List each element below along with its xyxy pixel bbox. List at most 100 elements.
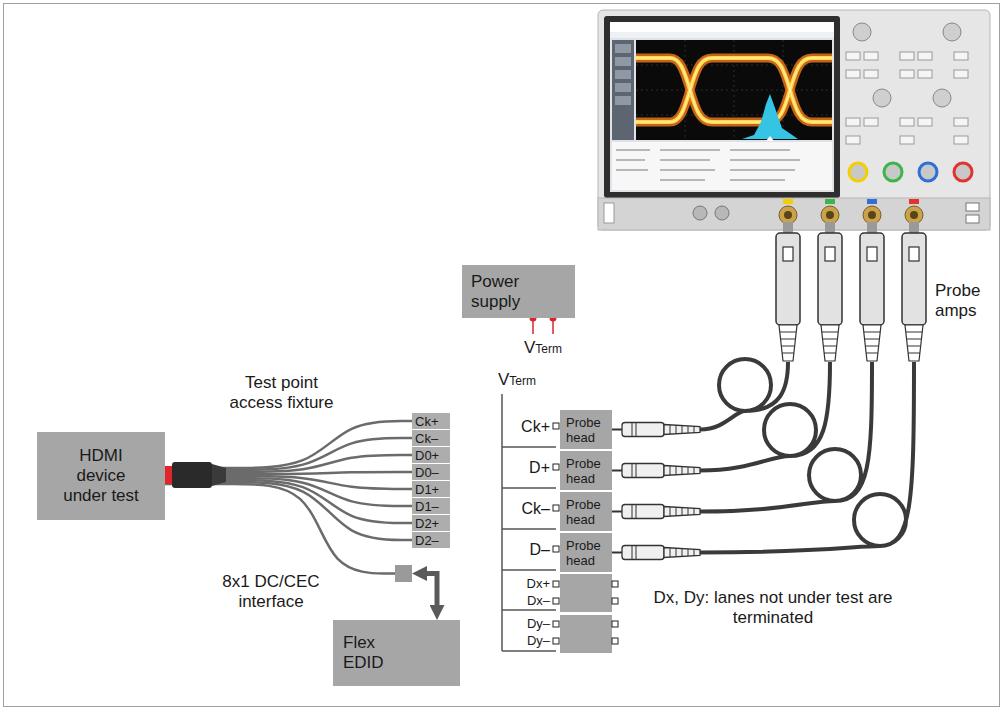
oscilloscope [863,206,881,224]
front-panel [846,52,968,144]
pin [612,638,618,644]
interface-box: 8x1 DC/CEC interface [395,565,412,582]
box-label: Ck– [415,431,447,446]
eye-diagram [636,58,832,122]
oscilloscope [825,199,835,204]
connector-group [165,421,437,614]
probe-plug [622,423,700,560]
oscilloscope [598,10,990,230]
probe-plug [676,548,677,557]
front-panel [846,70,860,78]
probe-amp [909,222,919,234]
vterm-bus [502,609,556,611]
connector [418,574,437,615]
probe-head-box: Probe head [560,492,612,531]
probe-plug [612,423,700,560]
front-panel [864,118,878,126]
pin [553,598,559,604]
probe-plug [636,546,637,560]
probe-amp [825,247,835,261]
oscilloscope [849,163,867,181]
vterm-bus [502,446,556,448]
knobs [933,89,951,107]
pin [553,423,618,644]
probe-amp [865,339,879,340]
probe-amp [779,325,797,361]
probe-amp [905,325,923,361]
signal-label: Dx+ [500,577,550,591]
probe-plug [622,505,664,519]
front-panel [846,52,860,60]
oscilloscope [868,211,876,219]
probe-head-box: Probe head [560,410,612,449]
probe-amp [783,222,793,234]
signal-cell: D1+ [412,481,450,497]
probe-cable [700,362,872,512]
oscilloscope [616,169,648,171]
pin [553,505,559,511]
oscilloscope [636,40,832,140]
probe-amp [818,233,842,325]
probe-plug [622,464,664,478]
connector [165,421,412,468]
probe-plug [612,552,622,554]
box-label: Probe head [566,415,608,445]
probe-plug [682,426,683,434]
probe-plug [676,466,677,475]
voltage-label: VTerm [498,370,548,391]
oscilloscope [660,179,705,181]
probe-plug [632,505,633,519]
front-panel [900,118,914,126]
oscilloscope [730,169,795,171]
oscilloscope [598,198,990,230]
probe-head-box: Probe head [560,451,612,490]
probe-plug [682,549,683,557]
oscilloscope [615,96,631,105]
probe-plug [612,511,622,513]
probe-amp [776,233,800,325]
front-panel [954,136,968,144]
oscilloscope [966,215,979,223]
probe-plug [622,423,664,437]
knobs [853,23,961,107]
probe-amp [781,339,795,340]
probe-plug [688,549,689,556]
voltage-label: VTerm [524,338,574,359]
probe-amp [908,346,920,347]
signal-label: Dx– [500,594,550,608]
signal-label: Ck– [500,499,550,518]
oscilloscope [730,149,790,151]
probe-plug [694,426,695,433]
eye-diagram [636,58,832,122]
eye-diagram [636,58,832,122]
probe-plug [682,467,683,475]
pin [553,581,559,587]
vterm-bus [502,528,556,530]
probe-plug [688,467,689,474]
probe-cable [700,359,914,553]
probe-plug [676,507,677,516]
oscilloscope [598,10,990,230]
box-label: Probe head [566,456,608,486]
probe-amp [783,247,793,261]
probe-plug [688,426,689,433]
probe-plug [636,505,637,519]
probe-amp [907,339,921,340]
front-panel [864,70,878,78]
oscilloscope [616,150,800,180]
vterm-bus [501,394,503,651]
hdmi-plug [165,466,172,484]
fixture-label: Test point access fixture [224,373,339,413]
probe-amp [867,222,877,234]
front-panel [918,70,932,78]
box-label: Power supply [471,272,533,312]
probe-plug [664,548,700,558]
vterm-bus [502,487,556,489]
oscilloscope [730,179,785,181]
front-panel [954,52,968,60]
pin [612,621,618,627]
edid-box: Flex EDID [333,620,460,686]
probe-plug [664,425,700,435]
probe-plug [632,464,633,478]
probe-amp [825,222,835,234]
